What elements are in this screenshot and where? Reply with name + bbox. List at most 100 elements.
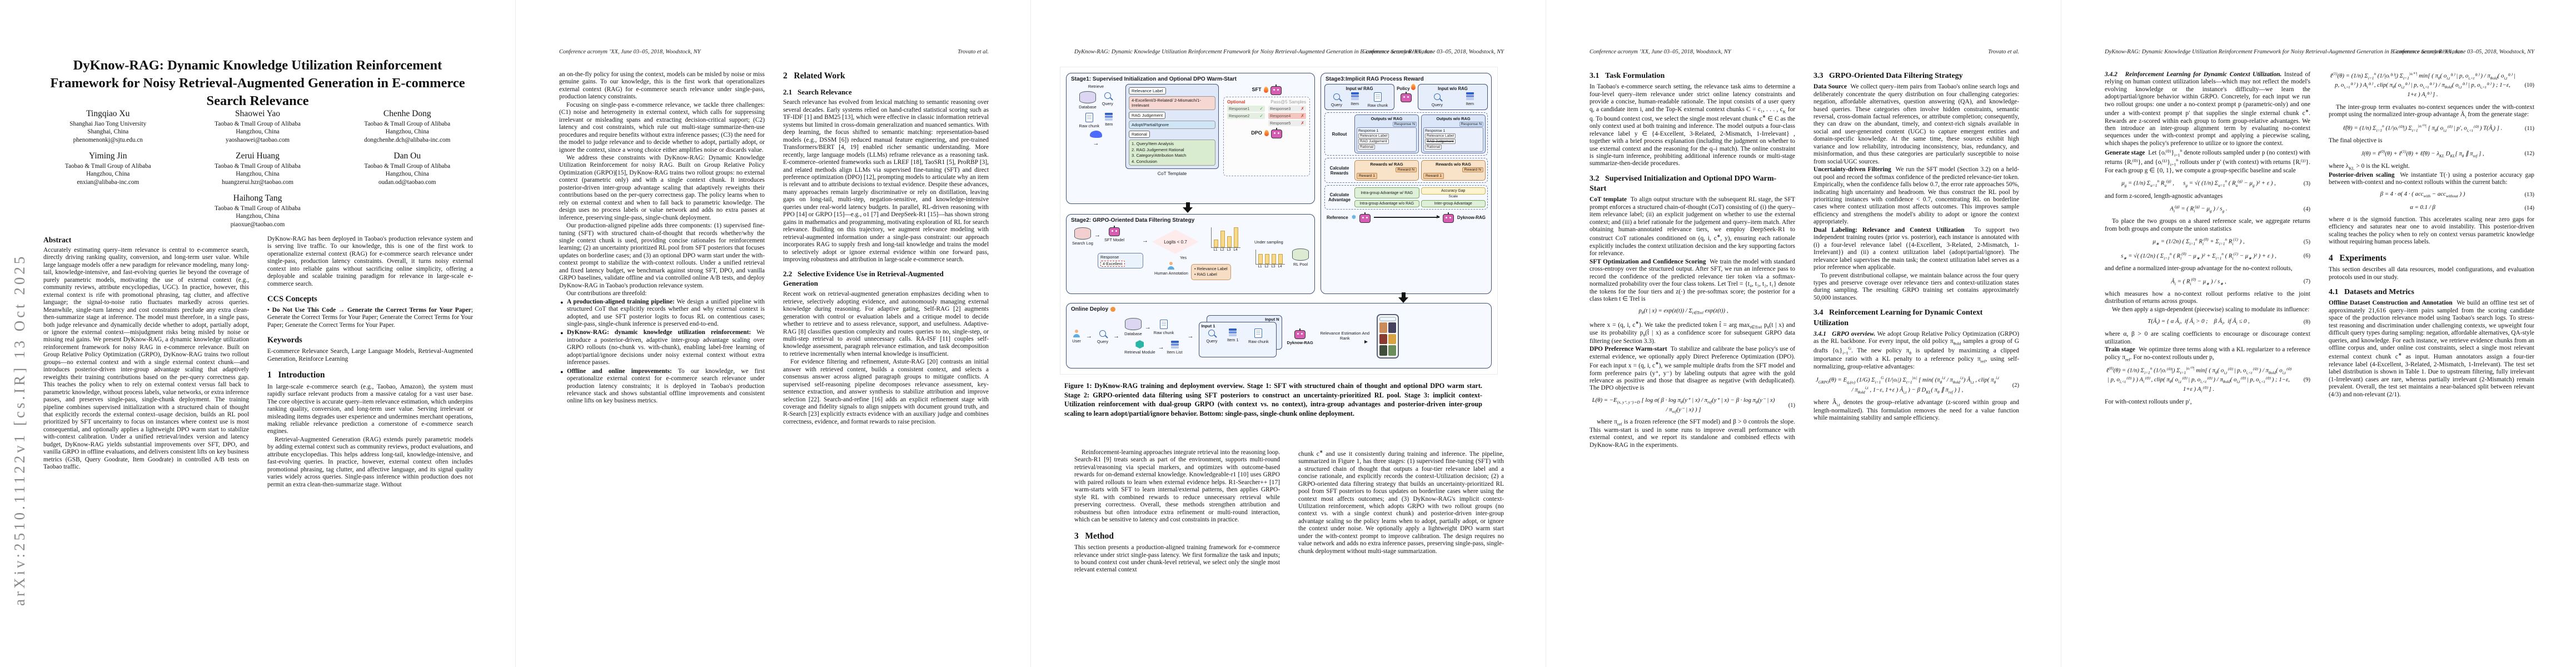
query-label: Query [1206,339,1218,344]
paragraph: and define a normalized inter-group adva… [2105,265,2293,272]
rag-label-line: • RAG Label [1194,272,1217,277]
calculate-rewards-box: Calculate Rewards Rewards w/ RAG Reward … [1324,158,1488,183]
paragraph: Retrieval-Augmented Generation (RAG) ext… [267,436,473,488]
raw-chunk-label: Raw chunk [1079,123,1100,128]
running-head-title: DyKnow-RAG: Dynamic Knowledge Utilizatio… [2105,49,2463,55]
paragraph: Uncertainty-driven Filtering We run the … [1813,166,2019,226]
user-item: User [1072,329,1081,344]
pass5-label: Pass@5 Samples [1270,99,1306,104]
paragraph: In Taobao's e-commerce search setting, t… [1590,83,1795,167]
label-box: • Relevance Label • RAG Label [1191,264,1231,280]
robot-icon [1359,212,1371,223]
para-rest: We optimize three terms along with a KL … [2105,346,2310,362]
sft-label: SFT [1252,87,1262,92]
input-stack: Input N Input 1 Query Item 1 Raw chunk [1198,315,1282,357]
response-label: Response3 [1270,106,1291,111]
rewards-without-rag-card: Rewards w/o RAG Reward N Reward 1 [1421,160,1486,181]
equation-number: (10) [2524,82,2535,89]
person-icon [1167,262,1175,270]
raw-chunk-item: Raw chunk [1248,328,1269,344]
dyknow-rag-label: Dyknow-RAG [1457,215,1486,220]
query-item: Query [1206,328,1217,344]
stage1-panel: Stage1: Supervised Initialization and Op… [1066,73,1315,204]
ccs-rest: ; Generate the Correct Terms for Your Pa… [267,307,473,328]
bullet-lead: Offline and online improvements: [567,367,672,375]
para-lead: SFT Optimization and Confidence Scoring [1590,258,1706,265]
relevance-label-line: • Relevance Label [1194,266,1228,271]
scale-label: Scale [1448,195,1458,198]
para-lead: Train stage [2105,346,2135,354]
database-label: Database [1079,104,1097,109]
equation-number: (8) [2303,319,2310,326]
paragraph: where Âi,t denotes the group–relative ad… [1813,399,2019,422]
equation-2: JGRPO(θ) = Eq,(oᵢ) (1/G) Σi=1G (1/|oᵢ|) … [1813,375,2019,396]
search-log-item: Search Log [1072,227,1093,246]
arrow-right-icon: → [1113,333,1120,340]
robot-icon [1401,92,1412,102]
response-header: Response [1100,255,1119,260]
query-item: Query [1331,92,1342,108]
flame-icon [1411,84,1416,90]
product-thumb [1388,345,1396,356]
contribution-bullet: Offline and online improvements: To our … [559,368,765,405]
sft-model-item: SFT Model [1104,225,1124,242]
ccs-text: • Do Not Use This Code → Generate the Co… [267,307,473,329]
stage2-title: Stage2: GRPO-Oriented Data Filtering Str… [1071,217,1195,223]
equation-number: (4) [2303,206,2310,212]
magnifier-icon [1099,330,1107,337]
response-row: Response1✓ [1227,106,1265,112]
cot-template-box: Relevance Label 4-Excellent/3-Related/ 2… [1125,84,1219,170]
check-icon: ✓ [1259,106,1263,111]
query-label: Query [1102,101,1113,106]
author-name: Haihong Tang [233,193,282,203]
equation-14: α = 0.1 / β(14) [2329,203,2534,212]
equation-number: (14) [2524,205,2535,211]
abstract-heading: Abstract [43,236,72,244]
para-rest: Instead of relying on human context util… [2105,71,2311,147]
para-rest: To support two independent training rout… [1813,226,2019,271]
rl-pool-icon [1292,248,1309,261]
product-thumb [1379,345,1387,356]
policy-item: Policy [1397,84,1416,110]
bar-label: L1 [1213,248,1218,252]
bullet-lead: A production-aligned training pipeline: [567,298,675,305]
paragraph: 3.4.1 GRPO overview. We adopt Group Rela… [1813,331,2019,371]
response-1-title: Response 1 [1425,129,1446,133]
arxiv-watermark: arXiv:2510.11122v1 [cs.IR] 13 Oct 2025 [11,253,28,606]
equation-body: ℓ(0)(θ) = (1/n) Σi=1n (1/|oᵢ⁽⁰⁾|) Σt=1|o… [2106,365,2291,394]
input-1-card: Input 1 Query Item 1 Raw chunk [1198,322,1277,357]
dpo-label: DPO [1251,130,1262,136]
bar-label: L2 [1220,248,1224,252]
rational-tag: Rational [1129,131,1150,138]
contribution-bullet: DyKnow-RAG: dynamic knowledge utilizatio… [559,329,765,366]
paragraph: Dual Labeling: Relevance and Context Uti… [1813,227,2019,272]
phone-product-grid [1379,322,1396,356]
author-email: phenomenonkj@sjtu.edu.cn [73,136,143,143]
bar [1220,231,1225,247]
equation-11: ℓ̂(θ) = (1/n) Σi=1n (1/|oᵢ⁽⁰⁾|) Σt=1|oᵢ⁽… [2329,123,2534,133]
paragraph: SFT Optimization and Confidence Scoring … [1590,258,1795,303]
paragraph: where α, β > 0 are scaling coefficients … [2105,331,2310,345]
query-label: Query [1431,102,1443,107]
para-rest: We run the SFT model (Section 3.2) on a … [1813,166,2019,226]
bar [1278,254,1283,264]
search-log-label: Search Log [1072,241,1093,246]
paragraph: where πref is a frozen reference (the SF… [1590,419,1795,449]
input-without-rag-box: Input w/o RAG Query Item [1417,84,1488,110]
relevance-label-chip: Relevance Label [1425,133,1456,138]
dyknow-rag-item: Dyknow-RAG [1287,328,1313,345]
query-item: Query [1432,92,1443,107]
input-n-label: Input N [1265,317,1279,322]
author-email: dongchenhe.dch@alibaba-inc.com [364,136,451,143]
intra-advantage-with-box: Intra-group Advantage w/ RAG [1354,187,1419,198]
response-n-chip: Response N [1459,122,1483,127]
page-4: Conference acronym ’XX, June 03–05, 2018… [1546,0,2061,667]
online-deploy-panel: Online Deploy User → Query → Database → … [1066,303,1492,369]
raw-chunk-item: Raw chunk [1079,113,1100,128]
stack-icon [1229,328,1237,331]
paragraph: which measures how a no-context rollout … [2105,290,2310,305]
